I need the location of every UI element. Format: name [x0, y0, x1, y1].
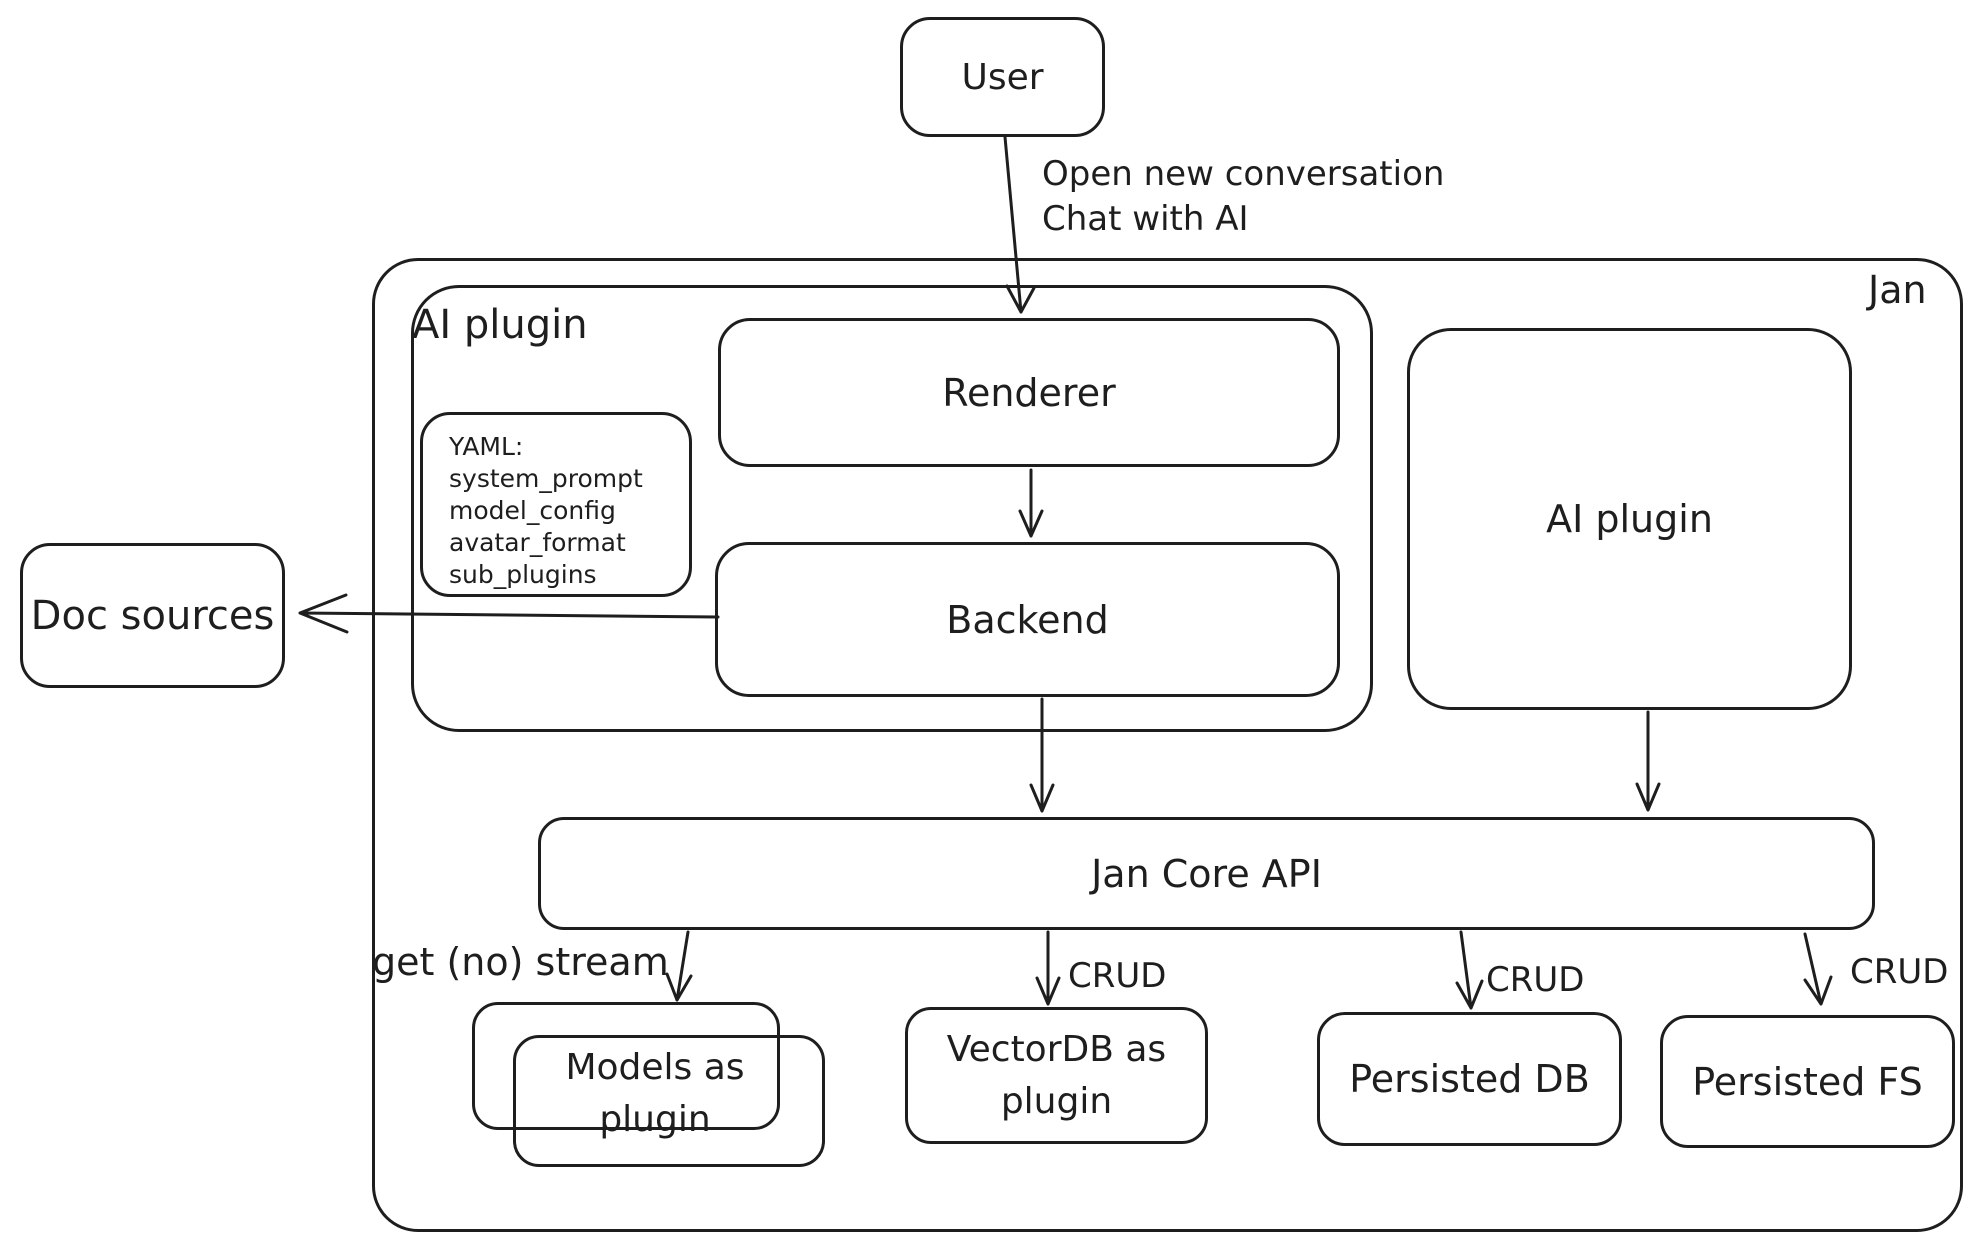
yaml-note-line: system_prompt: [449, 463, 643, 493]
arrow-jan-core-api-to-vectordb: [1035, 930, 1061, 1006]
arrow-user-to-renderer: [1003, 135, 1036, 314]
edge-label-open-conversation-line2: Chat with AI: [1042, 199, 1249, 239]
persisted-db-node: Persisted DB: [1317, 1012, 1622, 1146]
arrow-jan-core-api-to-persisted-fs: [1803, 932, 1833, 1006]
persisted-fs-node: Persisted FS: [1660, 1015, 1955, 1148]
yaml-note-text: YAML: system_prompt model_config avatar_…: [423, 419, 689, 591]
jan-core-api-node-label: Jan Core API: [1091, 851, 1322, 896]
persisted-fs-node-label: Persisted FS: [1692, 1059, 1923, 1104]
models-node-front: [513, 1035, 825, 1167]
user-node: User: [900, 17, 1105, 137]
ai-plugin-container-label: AI plugin: [412, 302, 588, 348]
backend-node-label: Backend: [946, 597, 1109, 642]
edge-label-open-conversation: Open new conversation Chat with AI: [1042, 152, 1444, 242]
persisted-db-node-label: Persisted DB: [1349, 1057, 1590, 1101]
jan-core-api-node: Jan Core API: [538, 817, 1875, 930]
doc-sources-node-label: Doc sources: [30, 592, 275, 639]
arrow-jan-core-api-to-models: [665, 930, 693, 1002]
yaml-note-line: model_config: [449, 495, 616, 525]
models-node-label-line1: Models as: [565, 1047, 745, 1088]
jan-container: [372, 258, 1963, 1232]
arrow-ai-plugin-to-jan-core-api: [1635, 710, 1661, 812]
edge-label-get-stream: get (no) stream: [372, 940, 669, 984]
models-node-label: Models as plugin: [495, 1042, 815, 1146]
yaml-note-line: sub_plugins: [449, 559, 597, 589]
yaml-note-line: YAML:: [449, 431, 524, 461]
vectordb-node-label: VectorDB as plugin: [947, 1024, 1166, 1128]
models-node-back: [472, 1002, 780, 1130]
arrow-jan-core-api-to-persisted-db: [1455, 930, 1484, 1010]
user-node-label: User: [961, 56, 1044, 98]
edge-label-crud-persisted-db: CRUD: [1486, 960, 1585, 1000]
yaml-note-line: avatar_format: [449, 527, 626, 557]
vectordb-node-label-line2: plugin: [1000, 1080, 1113, 1122]
arrow-backend-to-jan-core-api: [1029, 697, 1055, 813]
backend-node: Backend: [715, 542, 1340, 697]
yaml-note: YAML: system_prompt model_config avatar_…: [420, 412, 692, 597]
jan-container-label: Jan: [1868, 268, 1927, 312]
ai-plugin-right-node-label: AI plugin: [1546, 497, 1713, 541]
ai-plugin-right-node: AI plugin: [1407, 328, 1852, 710]
arrow-renderer-to-backend: [1018, 468, 1044, 538]
models-node-label-line2: plugin: [599, 1099, 711, 1140]
edge-label-crud-vectordb: CRUD: [1068, 956, 1167, 996]
vectordb-node: VectorDB as plugin: [905, 1007, 1208, 1144]
ai-plugin-container: [411, 285, 1373, 732]
arrow-backend-to-doc-sources: [298, 593, 720, 634]
renderer-node: Renderer: [718, 318, 1340, 467]
doc-sources-node: Doc sources: [20, 543, 285, 688]
edge-label-open-conversation-line1: Open new conversation: [1042, 154, 1445, 194]
renderer-node-label: Renderer: [942, 370, 1116, 415]
vectordb-node-label-line1: VectorDB as: [946, 1028, 1167, 1070]
edge-label-crud-persisted-fs: CRUD: [1850, 952, 1949, 992]
